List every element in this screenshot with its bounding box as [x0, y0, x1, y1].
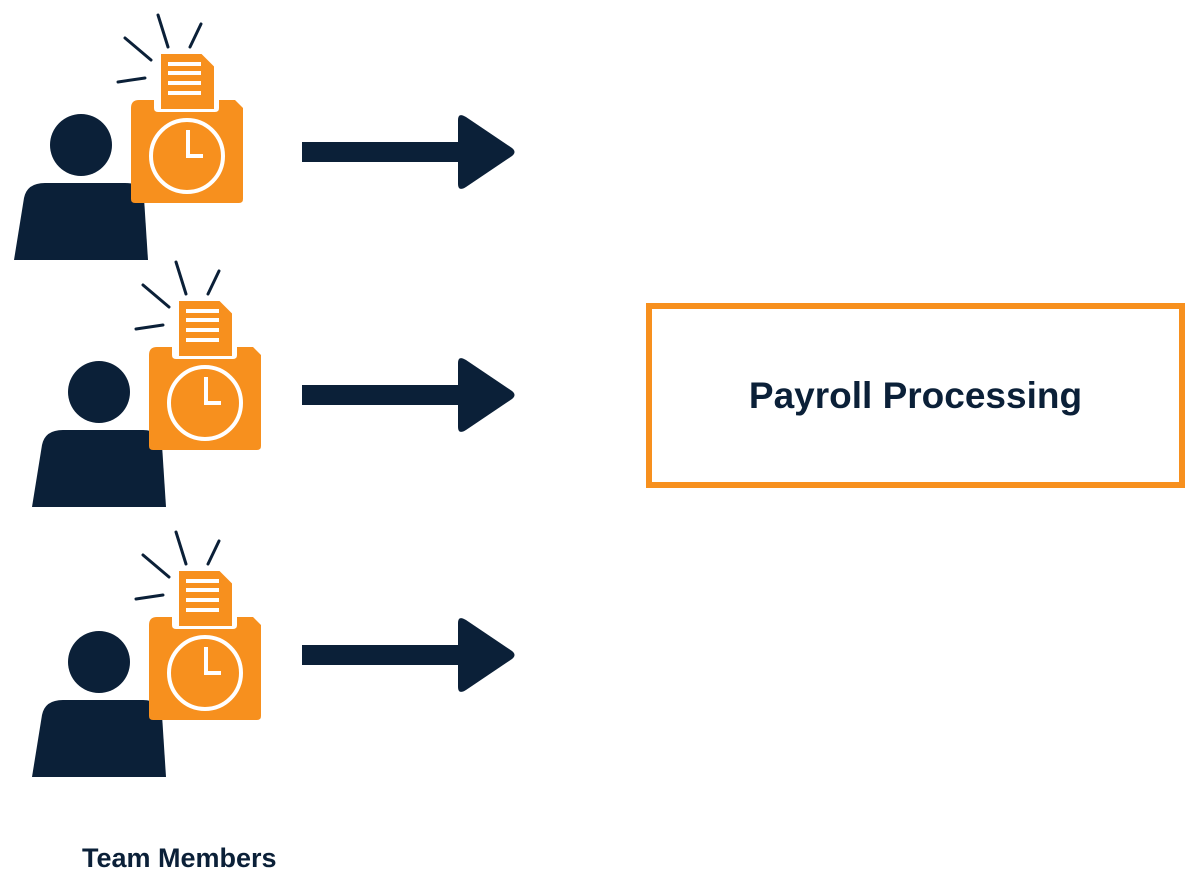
arrow-icon-1 — [302, 115, 515, 189]
payroll-processing-label: Payroll Processing — [748, 374, 1083, 416]
arrow-icon-2 — [302, 358, 515, 432]
team-member-icon-1 — [12, 13, 245, 262]
payroll-processing-box: Payroll Processing — [646, 303, 1185, 488]
team-member-icon-3 — [30, 530, 263, 779]
arrow-icon-3 — [302, 618, 515, 692]
team-members-label: Team Members — [82, 843, 277, 873]
team-member-icon-2 — [30, 260, 263, 509]
